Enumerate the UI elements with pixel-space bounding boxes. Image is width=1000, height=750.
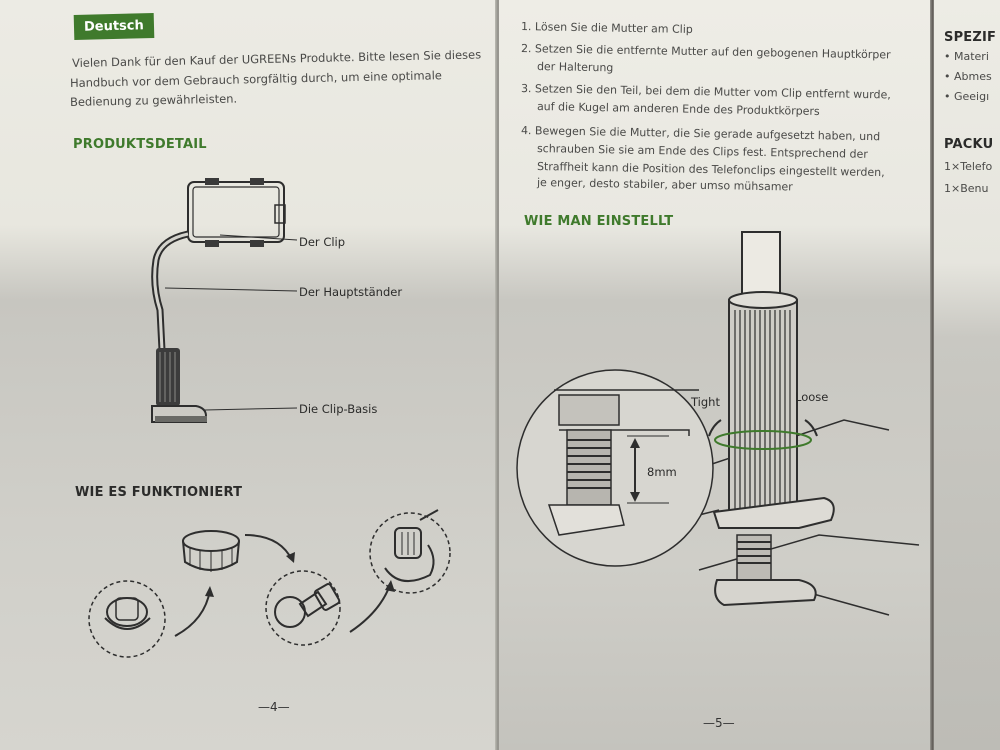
callout-main-stand: Der Hauptständer: [299, 285, 403, 299]
callout-clip-base: Die Clip-Basis: [299, 402, 378, 416]
measure-label: 8mm: [647, 465, 677, 479]
stand-illustration: [88, 178, 451, 658]
page-fold: [495, 0, 501, 750]
how-to-adjust-heading: WIE MAN EINSTELLT: [524, 214, 674, 229]
package-item-1: 1×Telefo: [944, 160, 993, 173]
tight-label: Tight: [691, 395, 720, 409]
step-2-icon: [182, 530, 240, 572]
step-4-icon: [369, 509, 451, 594]
product-detail-heading: PRODUKTSDETAIL: [73, 137, 207, 152]
callout-clip: Der Clip: [299, 235, 346, 249]
spec-heading: SPEZIF: [944, 30, 997, 45]
step-3-icon: [265, 570, 341, 646]
page-number-4: —4—: [258, 700, 290, 714]
package-item-2: 1×Benu: [944, 182, 989, 195]
spec-item-3: • Geeigı: [944, 90, 990, 103]
package-heading: PACKU: [944, 137, 994, 152]
manual-page-5: 1. Lösen Sie die Mutter am Clip 2. Setze…: [499, 0, 931, 750]
how-it-works-heading: WIE ES FUNKTIONIERT: [75, 485, 243, 500]
manual-page-4: Deutsch Vielen Dank für den Kauf der UGR…: [0, 0, 497, 750]
loose-label: Loose: [795, 390, 829, 404]
page-fold-right: [930, 0, 935, 750]
spec-item-2: • Abmes: [944, 70, 992, 83]
step-1-icon: [88, 580, 166, 658]
adjust-illustration: [516, 231, 920, 616]
manual-page-edge: SPEZIF • Materi • Abmes • Geeigı PACKU 1…: [934, 0, 1000, 750]
spec-item-1: • Materi: [944, 50, 989, 63]
page-number-5: —5—: [703, 716, 735, 730]
